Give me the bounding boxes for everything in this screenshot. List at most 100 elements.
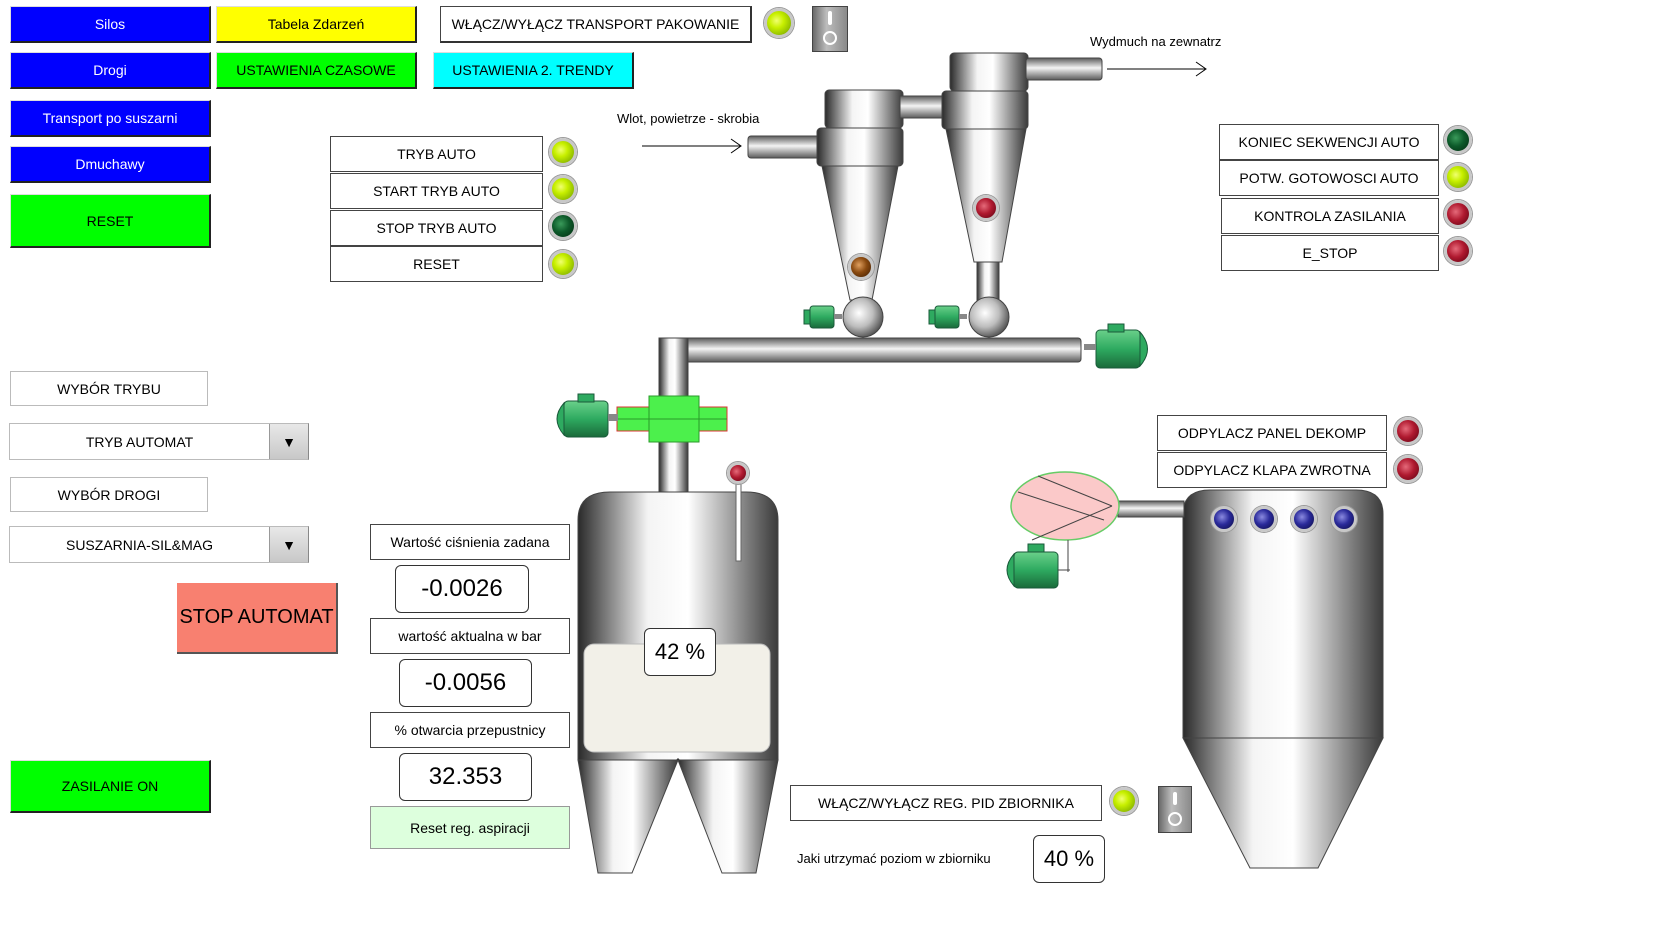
actual-value: -0.0056 (424, 669, 507, 696)
droga-select-value: SUSZARNIA-SIL&MAG (65, 536, 214, 553)
koniec-sekwencji-label: KONIEC SEKWENCJI AUTO (1238, 134, 1420, 150)
valve-label-box: % otwarcia przepustnicy (370, 712, 570, 748)
wybor-drogi-label: WYBÓR DROGI (57, 486, 161, 503)
tank-level-display: 42 % (644, 628, 716, 676)
potw-gotowosci-button[interactable]: POTW. GOTOWOSCI AUTO (1219, 160, 1439, 196)
wybor-trybu-label: WYBÓR TRYBU (57, 380, 161, 397)
ustawienia-trendy-button[interactable]: USTAWIENIA 2. TRENDY (433, 52, 634, 89)
tryb-select-value: TRYB AUTOMAT (85, 433, 194, 450)
droga-select[interactable]: SUSZARNIA-SIL&MAG ▼ (9, 526, 309, 563)
zasilanie-label: ZASILANIE ON (61, 778, 159, 794)
stop-automat-label: STOP AUTOMAT (179, 606, 334, 628)
actual-label: wartość aktualna w bar (398, 628, 542, 644)
cyclone2-valve (968, 296, 1010, 338)
motor-icon (928, 305, 967, 329)
odpylacz-panel-button[interactable]: ODPYLACZ PANEL DEKOMP (1157, 415, 1387, 451)
auto-reset-label: RESET (413, 256, 460, 272)
auto-reset-button[interactable]: RESET (330, 246, 543, 282)
wybor-trybu-label-box: WYBÓR TRYBU (10, 371, 208, 406)
valve-label: % otwarcia przepustnicy (394, 722, 546, 738)
odpylacz-panel-lamp (1394, 417, 1422, 445)
drogi-button[interactable]: Drogi (10, 52, 211, 89)
kontrola-zasilania-button[interactable]: KONTROLA ZASILANIA (1221, 198, 1439, 234)
tryb-auto-button[interactable]: TRYB AUTO (330, 136, 543, 172)
silos-label: Silos (94, 16, 126, 32)
setpoint-label: Wartość ciśnienia zadana (390, 534, 550, 550)
tabela-zdarzen-button[interactable]: Tabela Zdarzeń (216, 6, 417, 43)
ustawienia-trendy-label: USTAWIENIA 2. TRENDY (452, 62, 614, 78)
setpoint-input[interactable]: -0.0026 (395, 565, 529, 613)
reset-button[interactable]: RESET (10, 194, 211, 248)
pid-level-input[interactable]: 40 % (1033, 835, 1105, 883)
wlot-label: Wlot, powietrze - skrobia (617, 111, 760, 126)
transport-button[interactable]: Transport po suszarni (10, 100, 211, 137)
conveyor-pipe (658, 337, 1082, 363)
start-tryb-auto-lamp (549, 175, 577, 203)
motor-icon (1084, 323, 1148, 369)
wybor-drogi-label-box: WYBÓR DROGI (10, 477, 208, 512)
transport-switch[interactable] (812, 6, 848, 52)
odpylacz-klapa-button[interactable]: ODPYLACZ KLAPA ZWROTNA (1157, 452, 1387, 488)
transport-toggle-button[interactable]: WŁĄCZ/WYŁĄCZ TRANSPORT PAKOWANIE (440, 6, 752, 43)
stop-tryb-auto-label: STOP TRYB AUTO (376, 220, 497, 236)
cyclone1-top (824, 89, 904, 129)
dmuchawy-label: Dmuchawy (75, 156, 145, 172)
transport-lamp (764, 8, 794, 38)
reset-aspiracji-label: Reset reg. aspiracji (410, 819, 530, 836)
koniec-sekwencji-button[interactable]: KONIEC SEKWENCJI AUTO (1219, 124, 1439, 160)
fan-housing (1010, 471, 1120, 541)
auto-reset-lamp (549, 250, 577, 278)
tank2-lamp-1 (1211, 506, 1237, 532)
tank2-lamp-4 (1331, 506, 1357, 532)
actual-label-box: wartość aktualna w bar (370, 618, 570, 654)
setpoint-label-box: Wartość ciśnienia zadana (370, 524, 570, 560)
cyclone1-body (816, 127, 904, 167)
tryb-auto-label: TRYB AUTO (397, 146, 476, 162)
odpylacz-klapa-lamp (1394, 455, 1422, 483)
tryb-select[interactable]: TRYB AUTOMAT ▼ (9, 423, 309, 460)
pid-lamp (1110, 787, 1138, 815)
transport-label: Transport po suszarni (42, 110, 178, 126)
e-stop-button[interactable]: E_STOP (1221, 235, 1439, 271)
motor-icon (803, 305, 842, 329)
tryb-auto-lamp (549, 138, 577, 166)
stop-tryb-auto-lamp (549, 212, 577, 240)
koniec-sekwencji-lamp (1444, 126, 1472, 154)
stop-tryb-auto-button[interactable]: STOP TRYB AUTO (330, 210, 543, 246)
reset-aspiracji-button[interactable]: Reset reg. aspiracji (370, 806, 570, 849)
cyclone1-valve (842, 296, 884, 338)
odpylacz-panel-label: ODPYLACZ PANEL DEKOMP (1177, 425, 1367, 441)
ustawienia-czasowe-button[interactable]: USTAWIENIA CZASOWE (216, 52, 417, 89)
pid-switch[interactable] (1158, 786, 1192, 833)
stop-automat-button[interactable]: STOP AUTOMAT (177, 583, 338, 654)
kontrola-zasilania-lamp (1444, 200, 1472, 228)
cyclone2-body (941, 90, 1029, 130)
valve-value: 32.353 (428, 763, 503, 790)
silos-button[interactable]: Silos (10, 6, 211, 43)
odpylacz-klapa-label: ODPYLACZ KLAPA ZWROTNA (1173, 462, 1371, 478)
wydmuch-label: Wydmuch na zewnatrz (1090, 34, 1222, 49)
ustawienia-czasowe-label: USTAWIENIA CZASOWE (236, 62, 396, 78)
start-tryb-auto-button[interactable]: START TRYB AUTO (330, 173, 543, 209)
cyclone1-inlet (747, 135, 821, 159)
tank-level-value: 42 % (654, 639, 706, 664)
dmuchawy-button[interactable]: Dmuchawy (10, 146, 211, 183)
reset-label: RESET (86, 212, 134, 229)
pid-level-label: Jaki utrzymać poziom w zbiorniku (797, 851, 991, 866)
potw-gotowosci-lamp (1444, 163, 1472, 191)
motor-icon (556, 393, 618, 438)
valve-value-display: 32.353 (399, 753, 532, 801)
chevron-down-icon[interactable]: ▼ (269, 424, 308, 459)
cyclone2-outlet (1025, 57, 1103, 81)
motor-icon (1006, 540, 1070, 589)
cyclone2-lamp (973, 195, 999, 221)
actual-value-display: -0.0056 (399, 659, 532, 707)
cyclone2-top (949, 52, 1029, 92)
pid-toggle-button[interactable]: WŁĄCZ/WYŁĄCZ REG. PID ZBIORNIKA (790, 785, 1102, 821)
pid-level-value: 40 % (1043, 846, 1095, 871)
chevron-down-icon[interactable]: ▼ (269, 527, 308, 562)
tabela-label: Tabela Zdarzeń (267, 16, 365, 32)
e-stop-lamp (1444, 237, 1472, 265)
zasilanie-on-button[interactable]: ZASILANIE ON (10, 760, 211, 813)
transport-toggle-label: WŁĄCZ/WYŁĄCZ TRANSPORT PAKOWANIE (451, 16, 740, 32)
